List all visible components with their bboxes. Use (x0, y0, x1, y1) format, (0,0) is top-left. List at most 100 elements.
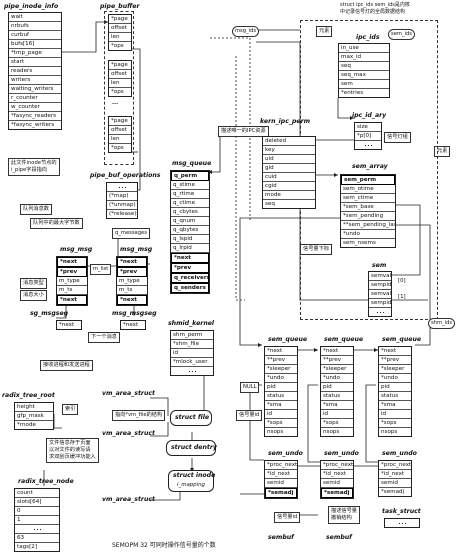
sem-queue-3-field: *undo (379, 374, 411, 383)
radix-tree-node-field: count (15, 489, 59, 498)
task-struct-box: ... (384, 518, 420, 528)
sem-undo-2-field: *proc_next (321, 462, 353, 470)
title-task-struct: task_struct (382, 508, 421, 515)
pipe-buffer-2-field: len (109, 79, 131, 88)
msg-queue-field: *prev (171, 263, 209, 273)
sem-field: sempid (369, 282, 391, 290)
sem-array-field: *sem_base (341, 203, 395, 212)
msg-msgseg-box: *next (120, 320, 146, 330)
msg-queue-field: q_qbytes (171, 226, 209, 235)
radix-tree-node-field: ... (15, 525, 59, 534)
sem-index-1: [1] (398, 294, 406, 300)
sem-queue-1-field: **prev (265, 356, 297, 365)
title-sem-queue-3: sem_queue (382, 336, 422, 343)
ipc-ids-field: seq_max (339, 71, 389, 80)
pipe-inode-info-field: *tmp_page (9, 49, 61, 58)
sem-queue-3-field: id (379, 410, 411, 419)
title-sem-undo-2: sem_undo (324, 450, 359, 457)
kern-ipc-perm-field: mode (263, 191, 315, 200)
ipc-desc-note: 描述唯一的IPC资源 (218, 126, 269, 137)
sem-queue-2-field: status (321, 392, 353, 401)
ipc-ids-note-2: 中记录信号灯的全局数据结构 (340, 9, 406, 15)
shmid-kernel-field: id (171, 349, 213, 358)
title-vm-area-struct-1: vm_area_struct (102, 390, 155, 397)
sem-undo-3-field: *id_next (379, 470, 411, 479)
inode-desc-text: 此文件inode节点的 (11, 160, 57, 166)
title-sembuf-1: sembuf (268, 534, 294, 541)
msg-queue-field: *next (171, 253, 209, 263)
sem-undo-desc-note: 信号量id (274, 512, 301, 523)
sem-queue-3-field: nsops (381, 429, 398, 435)
msg-msgseg-field: *next (123, 322, 139, 328)
msg-msg-1-field: *next (57, 295, 87, 305)
pipe-buffer-2-field: offset (109, 70, 131, 79)
radix-tree-node-field: 0 (15, 507, 59, 516)
struct-file-box: struct file (170, 410, 212, 426)
title-sem-queue-2: sem_queue (324, 336, 364, 343)
title-msg-queue: msg_queue (172, 160, 212, 167)
struct-dentry-box: struct dentry (166, 440, 217, 456)
sem-queue-1-field: pid (265, 383, 297, 392)
title-ipc-ids: ipc_ids (356, 34, 380, 41)
radix-tree-root-field: height (15, 403, 53, 412)
inode-desc-note: 此文件inode节点的 i_pipe字段指向 (8, 158, 60, 176)
title-kern-ipc-perm: kern_ipc_perm (260, 118, 311, 125)
msg-queue-field: q_lspid (171, 235, 209, 244)
sem-undo-desc-note-2: 描述信号量 撤销结构 (328, 506, 360, 524)
msg-msg-2-field: *next (117, 295, 147, 305)
sem-queue-2-field: *undo (321, 374, 353, 383)
title-struct-file: struct file (175, 414, 210, 421)
title-sem: sem (372, 262, 387, 269)
sem-undo-1-field: semid (265, 479, 297, 488)
queue-max-note: 队列中的最大字节数 (30, 218, 83, 229)
kern-ipc-perm-field: deleted (263, 137, 315, 146)
kern-ipc-perm-field: cuid (263, 173, 315, 182)
yuanshu-label-2: 元素 (434, 146, 451, 157)
yuanshu-label-1: 元素 (316, 26, 333, 37)
sem-array-field: *sem_pending (341, 212, 395, 221)
ipc-ids-field: in_use (339, 44, 389, 53)
sem-array-field: **sem_pending_last (341, 222, 395, 230)
title-shmid-kernel: shmid_kernel (168, 320, 215, 327)
struct-inode-box: struct inode i_mapping (168, 470, 215, 492)
sem-array-field: sem_ctime (341, 194, 395, 203)
msg-msg-2-field: m_type (117, 277, 147, 286)
sem-queue-1-field: nsops (267, 429, 284, 435)
sem-queue-3-field: *sma (379, 401, 411, 410)
title-pipe-buf-operations: pipe_buf_operations (90, 172, 161, 179)
msg-msg-1-field: m_type (57, 277, 87, 286)
pipe-inode-info-field: nrbufs (9, 22, 61, 31)
pipe-inode-info-field: *fasync_writers (11, 122, 55, 128)
title-vm-area-struct-3: vm_area_struct (102, 496, 155, 503)
title-pipe-buffer: pipe_buffer (100, 3, 140, 10)
ipc-ids-field: *entries (341, 90, 364, 96)
title-sembuf-2: sembuf (326, 534, 352, 541)
sem-queue-3-field: status (379, 392, 411, 401)
pipe-buf-operations-field: (*release) (109, 211, 137, 217)
shmid-kernel-field: *shm_file (171, 340, 213, 349)
msg-queue-field: q_ctime (171, 199, 209, 208)
title-radix-tree-root: radix_tree_root (2, 392, 55, 399)
pipe-buffer-dots: ... (112, 100, 119, 106)
sem-queue-3-field: *sleeper (379, 365, 411, 374)
m-list-label: m_list (90, 264, 112, 275)
ipc-ids-field: max_id (339, 53, 389, 62)
shmid-kernel-field: shm_perm (171, 331, 213, 340)
radix-tree-node-field: slots[64] (15, 498, 59, 507)
semgroup-label: 信号灯组 (384, 132, 411, 143)
sem-queue-2-field: id (321, 410, 353, 419)
title-msg-msgseg: msg_msgseg (112, 310, 157, 317)
pipe-buf-operations-field: (*map) (107, 192, 137, 201)
pipe-inode-info-field: start (9, 58, 61, 67)
msg-msg-2-field: *next (117, 257, 147, 267)
ipc-id-ary-box: size*p[0]... (354, 122, 382, 150)
ipc-ids-field: sem (339, 80, 389, 89)
pipe-buffer-3-field: len (109, 135, 131, 144)
msg-msg-1-field: *prev (57, 267, 87, 277)
